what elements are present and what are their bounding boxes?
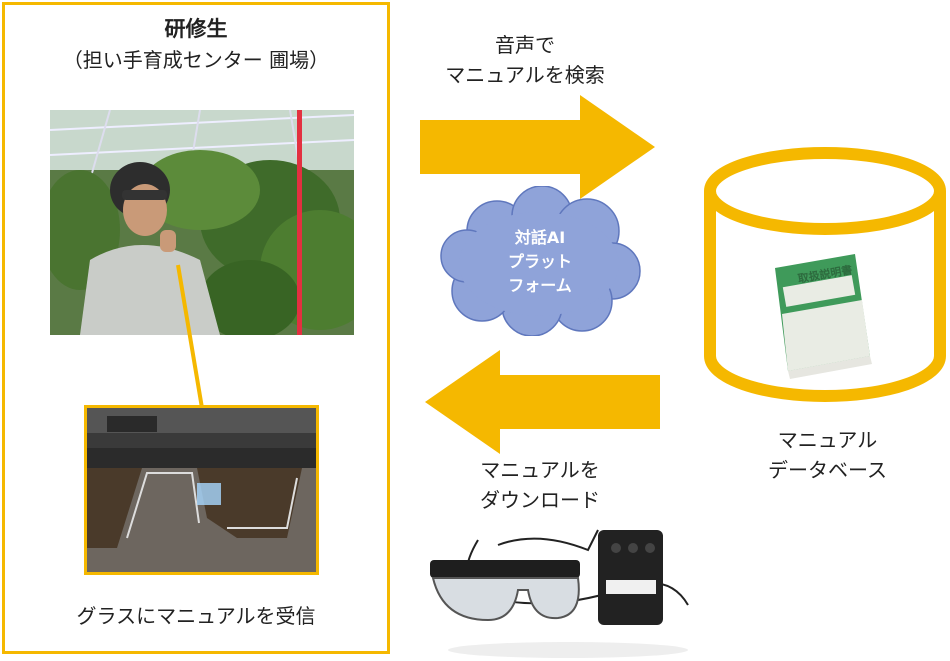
search-label: 音声で マニュアルを検索: [400, 30, 650, 90]
smart-glasses-device-photo: [430, 529, 689, 658]
manual-book-icon: [775, 254, 872, 379]
platform-label: 対話AI プラット フォーム: [474, 226, 606, 298]
search-label-line-1: 音声で: [495, 33, 555, 57]
search-label-line-2: マニュアルを検索: [445, 63, 605, 87]
glasses-closeup-photo: [84, 405, 319, 575]
database-icon: [704, 147, 946, 402]
platform-line-3: フォーム: [508, 276, 572, 295]
download-label: マニュアルを ダウンロード: [420, 455, 660, 515]
database-label-line-1: マニュアル: [777, 428, 878, 452]
greenhouse-photo: [50, 110, 354, 335]
arrow-left-icon: [425, 350, 660, 454]
download-label-line-2: ダウンロード: [480, 488, 600, 512]
platform-line-2: プラット: [507, 252, 572, 271]
platform-line-1: 対話AI: [514, 228, 566, 247]
trainee-subtitle: （担い手育成センター 圃場）: [62, 48, 330, 72]
cloud-icon: [440, 186, 641, 336]
download-label-line-1: マニュアルを: [480, 458, 600, 482]
database-label-line-2: データベース: [768, 458, 887, 482]
arrow-right-icon: [420, 95, 655, 199]
trainee-title: 研修生: [164, 17, 228, 41]
glasses-caption: グラスにマニュアルを受信: [76, 604, 316, 628]
trainee-panel: [2, 2, 390, 654]
database-label: マニュアル データベース: [710, 425, 945, 485]
